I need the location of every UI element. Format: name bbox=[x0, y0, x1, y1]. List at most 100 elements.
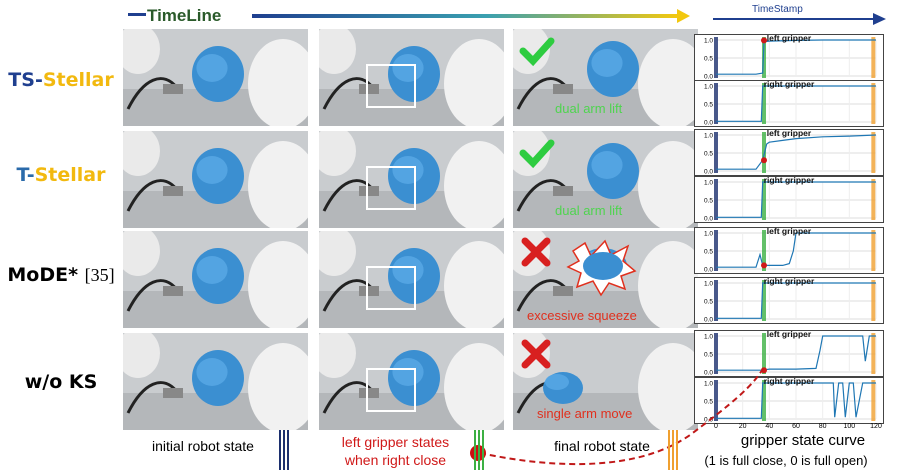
state-marker-line bbox=[871, 230, 876, 271]
method-label-t-stellar: T-Stellar bbox=[16, 164, 106, 186]
gripper-series-line bbox=[716, 134, 877, 170]
footer-final: final robot state bbox=[554, 438, 650, 454]
left-gripper-plot: 1.0 0.5 0.0 left gripper bbox=[694, 128, 884, 176]
state-marker-line bbox=[714, 132, 718, 173]
state-marker-line bbox=[871, 380, 876, 421]
right-close-point bbox=[761, 367, 767, 374]
footer-curve-title: gripper state curve bbox=[740, 432, 866, 449]
y-tick-label: 1.0 bbox=[704, 84, 713, 91]
overlay-row2: dual arm lift bbox=[555, 203, 623, 218]
header-arrows bbox=[128, 9, 886, 25]
plot-title: left gripper bbox=[766, 226, 812, 236]
state-marker-line bbox=[714, 380, 718, 421]
y-tick-label: 0.0 bbox=[704, 317, 713, 324]
x-tick-label: 40 bbox=[765, 423, 774, 430]
y-tick-label: 0.0 bbox=[704, 267, 713, 274]
scene-photo bbox=[319, 231, 504, 328]
state-marker-line bbox=[871, 37, 876, 78]
plot-title: right gripper bbox=[763, 175, 815, 185]
timeline-label: TimeLine bbox=[147, 6, 222, 25]
overlay-row3: excessive squeeze bbox=[527, 308, 637, 323]
plot-title: right gripper bbox=[763, 79, 815, 89]
y-tick-label: 0.5 bbox=[704, 151, 713, 158]
gripper-series-line bbox=[716, 181, 876, 218]
y-tick-label: 1.0 bbox=[704, 231, 713, 238]
y-tick-label: 0.0 bbox=[704, 169, 713, 176]
scene-photo bbox=[319, 131, 504, 228]
state-marker-line bbox=[871, 83, 876, 124]
gripper-series-line bbox=[716, 232, 876, 268]
x-tick-label: 60 bbox=[792, 423, 800, 430]
x-tick-label: 20 bbox=[738, 423, 747, 430]
y-tick-label: 0.0 bbox=[704, 74, 713, 81]
y-tick-label: 1.0 bbox=[704, 38, 713, 45]
scene-photo bbox=[513, 131, 698, 228]
state-marker-line bbox=[762, 37, 766, 78]
y-tick-label: 0.0 bbox=[704, 120, 713, 127]
gripper-series-line bbox=[716, 282, 876, 319]
state-marker-line bbox=[714, 37, 718, 78]
state-marker-line bbox=[762, 83, 766, 124]
state-marker-line bbox=[871, 179, 876, 220]
y-tick-label: 0.5 bbox=[704, 198, 713, 205]
state-marker-line bbox=[714, 280, 718, 321]
state-marker-line bbox=[871, 333, 876, 374]
method-label-mode: MoDE* [35] bbox=[7, 264, 115, 286]
x-tick-label: 80 bbox=[818, 423, 827, 430]
timestamp-label: TimeStamp bbox=[752, 4, 803, 15]
scene-photo bbox=[123, 333, 308, 430]
x-tick-label: 100 bbox=[843, 423, 856, 430]
right-close-point bbox=[761, 262, 767, 269]
y-tick-label: 0.5 bbox=[704, 249, 713, 256]
scene-photo bbox=[513, 231, 698, 328]
state-marker-line bbox=[714, 230, 718, 271]
right-gripper-plot: 1.0 0.5 0.0 right gripper bbox=[694, 79, 884, 127]
y-tick-label: 1.0 bbox=[704, 334, 713, 341]
scene-photo bbox=[319, 333, 504, 430]
scene-photo bbox=[123, 131, 308, 228]
y-tick-label: 0.5 bbox=[704, 299, 713, 306]
y-tick-label: 1.0 bbox=[704, 180, 713, 187]
x-tick-label: 0 bbox=[714, 423, 718, 430]
state-marker-line bbox=[762, 333, 766, 374]
plot-title: left gripper bbox=[766, 329, 812, 339]
state-marker-line bbox=[762, 280, 766, 321]
right-close-point bbox=[761, 157, 767, 164]
state-marker-line bbox=[714, 83, 718, 124]
gripper-series-line bbox=[716, 85, 876, 122]
scene-photo bbox=[123, 29, 308, 126]
mid-state-marker bbox=[474, 430, 484, 470]
scene-photo bbox=[319, 29, 504, 126]
left-gripper-plot: 1.0 0.5 0.0 left gripper bbox=[694, 33, 884, 81]
plot-title: right gripper bbox=[763, 276, 815, 286]
initial-state-marker bbox=[279, 430, 289, 470]
scene-photo bbox=[513, 29, 698, 126]
plot-title: right gripper bbox=[763, 376, 815, 386]
y-tick-label: 1.0 bbox=[704, 133, 713, 140]
y-tick-label: 0.0 bbox=[704, 216, 713, 223]
x-tick-label: 120 bbox=[870, 423, 882, 430]
footer-initial: initial robot state bbox=[152, 438, 254, 454]
state-marker-line bbox=[871, 280, 876, 321]
method-label-wo-ks: w/o KS bbox=[24, 371, 98, 393]
state-marker-line bbox=[714, 179, 718, 220]
right-close-point bbox=[761, 37, 767, 44]
y-tick-label: 0.5 bbox=[704, 56, 713, 63]
left-gripper-plot: 1.0 0.5 0.0 left gripper bbox=[694, 226, 884, 274]
state-marker-line bbox=[871, 132, 876, 173]
right-gripper-plot: 1.0 0.5 0.0 right gripper bbox=[694, 276, 884, 324]
state-marker-line bbox=[714, 333, 718, 374]
plot-title: left gripper bbox=[766, 128, 812, 138]
right-gripper-plot: 1.0 0.5 0.0 right gripper bbox=[694, 175, 884, 223]
y-tick-label: 1.0 bbox=[704, 281, 713, 288]
y-tick-label: 0.5 bbox=[704, 399, 713, 406]
method-label-ts-stellar: TS-Stellar bbox=[8, 69, 114, 91]
y-tick-label: 0.5 bbox=[704, 102, 713, 109]
state-marker-line bbox=[762, 179, 766, 220]
plot-title: left gripper bbox=[766, 33, 812, 43]
footer-curve-note: (1 is full close, 0 is full open) bbox=[704, 453, 868, 468]
y-tick-label: 0.5 bbox=[704, 352, 713, 359]
state-marker-line bbox=[762, 230, 766, 271]
